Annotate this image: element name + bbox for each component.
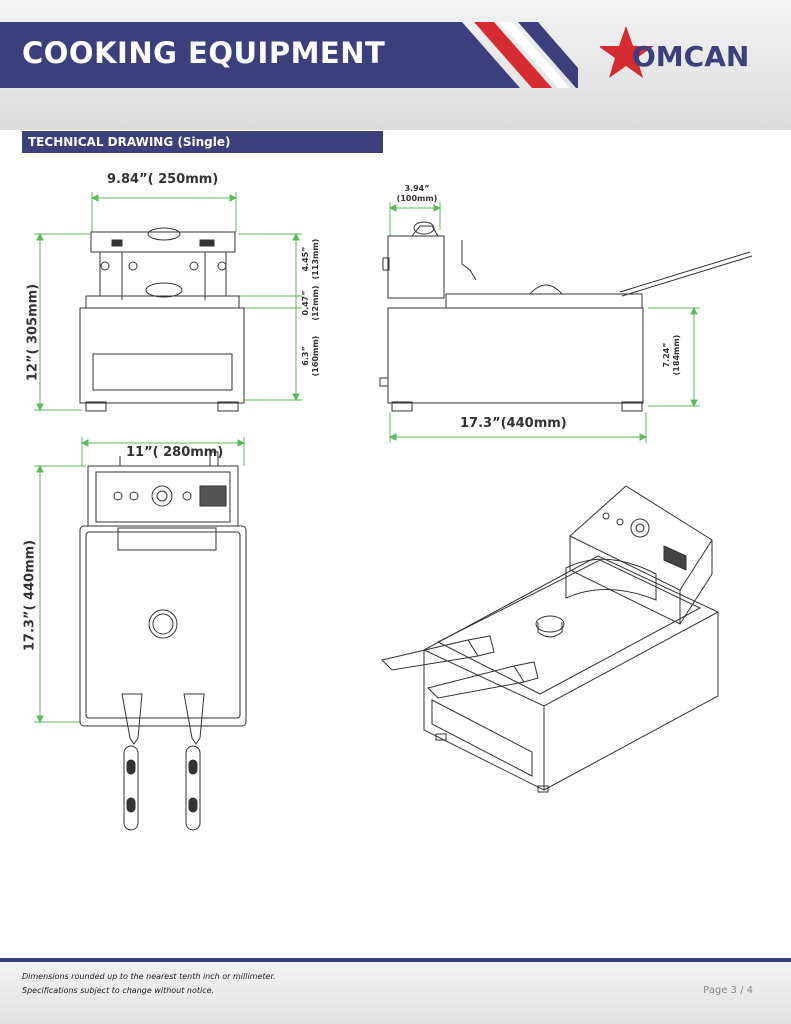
- front-height-label: 12”( 305mm): [25, 283, 41, 382]
- footer-background: [0, 962, 791, 1024]
- front-body-dim: 6.3” (160mm): [301, 334, 323, 378]
- page-number: Page 3 / 4: [703, 985, 753, 996]
- front-top-dim: 4.45” (113mm): [301, 237, 323, 281]
- front-body-in: 6.3”: [301, 346, 310, 366]
- side-body-in: 7.24”: [662, 342, 671, 368]
- front-gap-dim: 0.47” (12mm): [301, 283, 323, 323]
- technical-drawing: [34, 192, 753, 831]
- decorative-stripes: [474, 22, 578, 88]
- front-gap-mm: (12mm): [311, 285, 320, 321]
- isometric-view: [381, 485, 720, 793]
- side-body-dim: 7.24” (184mm): [662, 332, 684, 378]
- side-top-mm: (100mm): [396, 194, 438, 203]
- section-title: TECHNICAL DRAWING (Single): [28, 135, 231, 149]
- front-top-in: 4.45”: [301, 246, 310, 272]
- side-view: [379, 202, 753, 443]
- top-width-label: 11”( 280mm): [126, 445, 224, 460]
- top-depth-label: 17.3”( 440mm): [22, 539, 38, 652]
- footer-divider: [0, 958, 791, 962]
- omcan-logo: OMCAN: [632, 40, 750, 73]
- title-banner: [0, 22, 520, 88]
- footer-note-dimensions: Dimensions rounded up to the nearest ten…: [22, 972, 276, 981]
- footer-note-specifications: Specifications subject to change without…: [22, 986, 215, 995]
- side-top-in: 3.94”: [404, 184, 430, 193]
- front-gap-in: 0.47”: [301, 290, 310, 316]
- side-depth-label: 17.3”(440mm): [460, 416, 567, 431]
- side-top-dim: 3.94” (100mm): [394, 184, 440, 204]
- front-width-label: 9.84”( 250mm): [107, 172, 219, 187]
- front-top-mm: (113mm): [311, 238, 320, 280]
- omcan-logo-star-icon: [600, 26, 654, 78]
- page-title: COOKING EQUIPMENT: [22, 36, 386, 70]
- top-view: [34, 437, 247, 831]
- front-body-mm: (160mm): [311, 335, 320, 377]
- section-bar: [22, 131, 383, 153]
- front-view: [34, 192, 302, 412]
- side-body-mm: (184mm): [672, 334, 681, 376]
